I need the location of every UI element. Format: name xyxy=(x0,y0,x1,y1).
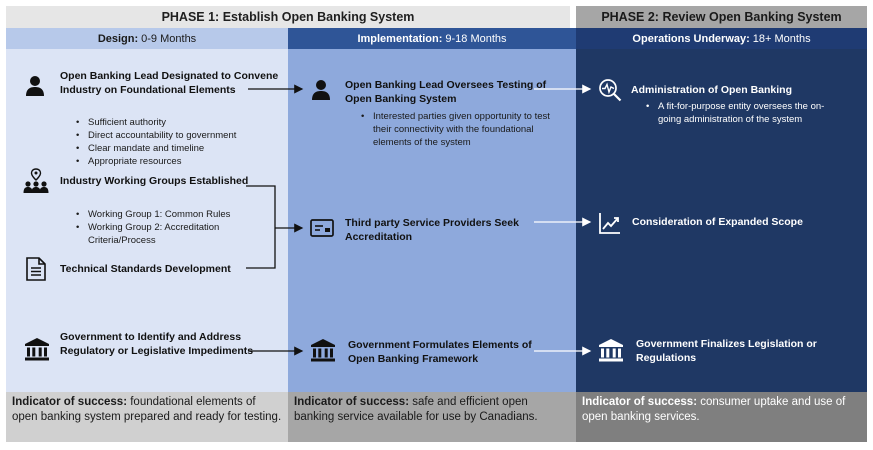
indicator-label: Indicator of success: xyxy=(12,396,128,408)
list-item: Clear mandate and timeline xyxy=(76,142,276,155)
implementation-success-indicator: Indicator of success: safe and efficient… xyxy=(288,392,576,442)
operations-success-indicator: Indicator of success: consumer uptake an… xyxy=(576,392,867,442)
design-column-header: Design:0-9 Months xyxy=(6,28,288,49)
list-item: A fit-for-purpose entity oversees the on… xyxy=(646,100,846,126)
person-icon xyxy=(310,79,332,101)
location-group-icon xyxy=(23,168,49,194)
working-groups-bullets: Working Group 1: Common Rules Working Gr… xyxy=(76,208,251,247)
implementation-column-header: Implementation:9-18 Months xyxy=(288,28,576,49)
administration-title: Administration of Open Banking xyxy=(631,84,793,96)
implementation-government-title: Government Formulates Elements of Open B… xyxy=(348,339,532,365)
government-building-icon xyxy=(598,338,624,362)
phase-2-header: PHASE 2: Review Open Banking System xyxy=(576,6,867,28)
list-item: Sufficient authority xyxy=(76,116,276,129)
implementation-lead-bullets: Interested parties given opportunity to … xyxy=(361,110,561,149)
indicator-text: foundational elements of open banking sy… xyxy=(12,396,282,423)
working-groups-title: Industry Working Groups Established xyxy=(60,175,249,187)
accreditation-card-icon xyxy=(310,219,334,237)
phase-1-header: PHASE 1: Establish Open Banking System xyxy=(6,6,570,28)
list-item: Direct accountability to government xyxy=(76,129,276,142)
operations-government-title: Government Finalizes Legislation or Regu… xyxy=(636,338,817,364)
implementation-period: 9-18 Months xyxy=(445,32,507,45)
implementation-lead-title: Open Banking Lead Oversees Testing of Op… xyxy=(345,79,547,105)
magnifier-pulse-icon xyxy=(598,78,622,102)
implementation-column xyxy=(288,49,576,392)
design-period: 0-9 Months xyxy=(141,32,197,45)
technical-standards-title: Technical Standards Development xyxy=(60,263,231,275)
indicator-label: Indicator of success: xyxy=(294,396,410,408)
operations-column-header: Operations Underway:18+ Months xyxy=(576,28,867,49)
indicator-text: safe and efficient open banking service … xyxy=(294,396,538,423)
list-item: Working Group 2: Accreditation Criteria/… xyxy=(76,221,251,247)
operations-period: 18+ Months xyxy=(752,32,811,45)
design-lead-bullets: Sufficient authority Direct accountabili… xyxy=(76,116,276,168)
administration-bullets: A fit-for-purpose entity oversees the on… xyxy=(646,100,846,126)
list-item: Interested parties given opportunity to … xyxy=(361,110,561,149)
trend-chart-icon xyxy=(598,211,622,235)
third-party-title: Third party Service Providers Seek Accre… xyxy=(345,217,519,243)
indicator-label: Indicator of success: xyxy=(582,396,698,408)
design-label: Design: xyxy=(97,32,139,45)
document-icon xyxy=(26,257,46,281)
person-icon xyxy=(24,75,46,97)
list-item: Working Group 1: Common Rules xyxy=(76,208,251,221)
bracket-connector xyxy=(246,185,276,269)
government-building-icon xyxy=(24,337,50,361)
indicator-text: consumer uptake and use of open banking … xyxy=(582,396,846,423)
expanded-scope-title: Consideration of Expanded Scope xyxy=(632,216,803,228)
design-success-indicator: Indicator of success: foundational eleme… xyxy=(6,392,288,442)
implementation-label: Implementation: xyxy=(357,32,443,45)
design-lead-title: Open Banking Lead Designated to Convene … xyxy=(60,70,279,96)
operations-label: Operations Underway: xyxy=(632,32,750,45)
design-government-title: Government to Identify and Address Regul… xyxy=(60,331,254,357)
list-item: Appropriate resources xyxy=(76,155,276,168)
government-building-icon xyxy=(310,338,336,362)
